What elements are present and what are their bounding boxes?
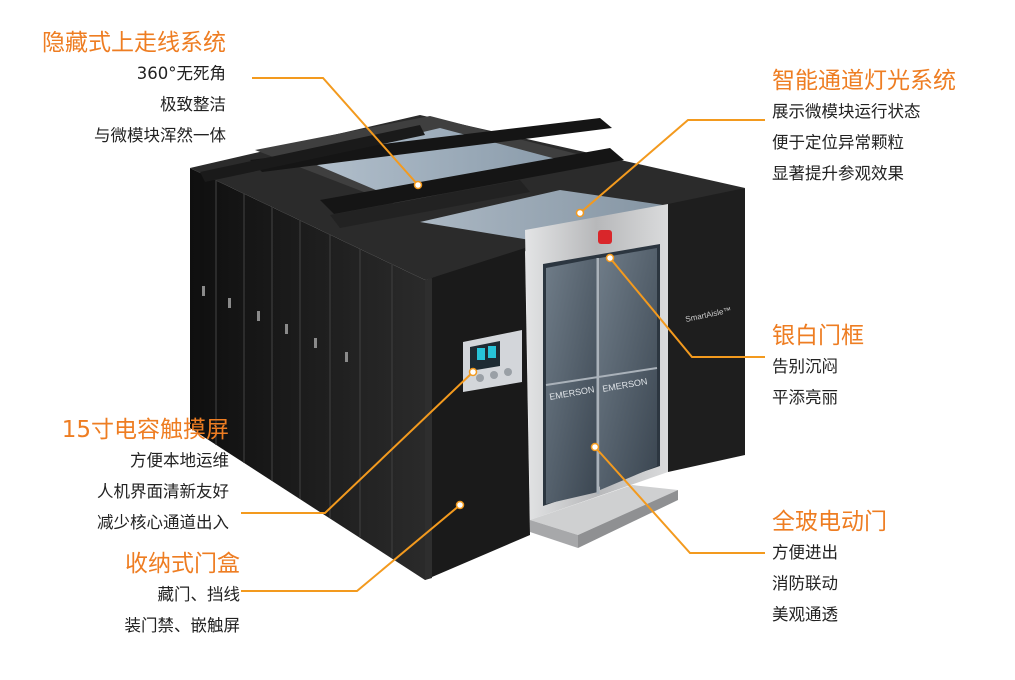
roof-cable-trays: [190, 115, 745, 280]
left-cabinet-row: [190, 168, 425, 580]
leader-lines: [241, 77, 765, 592]
callout-line: 告别沉闷: [772, 357, 838, 376]
leader-dots: [413, 180, 615, 510]
callout-line: 360°无死角: [136, 64, 226, 83]
callout-line: 极致整洁: [160, 95, 226, 114]
callout-line: 藏门、挡线: [157, 585, 241, 604]
glass-door: EMERSON EMERSON: [545, 248, 658, 504]
touch-screen: [463, 330, 522, 392]
callout-cable-system: 隐藏式上走线系统 360°无死角 极致整洁 与微模块浑然一体: [16, 28, 226, 151]
callout-line: 便于定位异常颗粒: [772, 133, 904, 152]
callout-line: 方便本地运维: [130, 451, 229, 470]
callout-line: 装门禁、嵌触屏: [124, 616, 241, 635]
callout-title: 全玻电动门: [772, 509, 887, 535]
callout-door-box: 收纳式门盒 藏门、挡线 装门禁、嵌触屏: [16, 549, 241, 641]
callout-line: 美观通透: [772, 605, 838, 624]
callout-line: 显著提升参观效果: [772, 164, 904, 183]
door-box-panel: [425, 248, 530, 580]
callout-title: 智能通道灯光系统: [772, 68, 956, 94]
callout-line: 方便进出: [772, 543, 838, 562]
callout-title: 15寸电容触摸屏: [61, 417, 229, 443]
callout-aisle-lighting: 智能通道灯光系统 展示微模块运行状态 便于定位异常颗粒 显著提升参观效果: [772, 66, 956, 189]
callout-title: 收纳式门盒: [125, 551, 240, 577]
callout-touch-screen: 15寸电容触摸屏 方便本地运维 人机界面清新友好 减少核心通道出入: [16, 415, 229, 538]
callout-line: 人机界面清新友好: [97, 482, 229, 501]
callout-glass-door: 全玻电动门 方便进出 消防联动 美观通透: [772, 507, 887, 630]
callout-line: 展示微模块运行状态: [772, 102, 921, 121]
callout-line: 减少核心通道出入: [97, 513, 229, 532]
callout-title: 隐藏式上走线系统: [42, 30, 226, 56]
right-end-panel: SmartAisle™: [668, 188, 745, 472]
callout-silver-frame: 银白门框 告别沉闷 平添亮丽: [772, 321, 864, 413]
callout-line: 与微模块浑然一体: [94, 126, 226, 145]
callout-line: 消防联动: [772, 574, 838, 593]
callout-title: 银白门框: [772, 323, 864, 349]
callout-line: 平添亮丽: [772, 388, 838, 407]
